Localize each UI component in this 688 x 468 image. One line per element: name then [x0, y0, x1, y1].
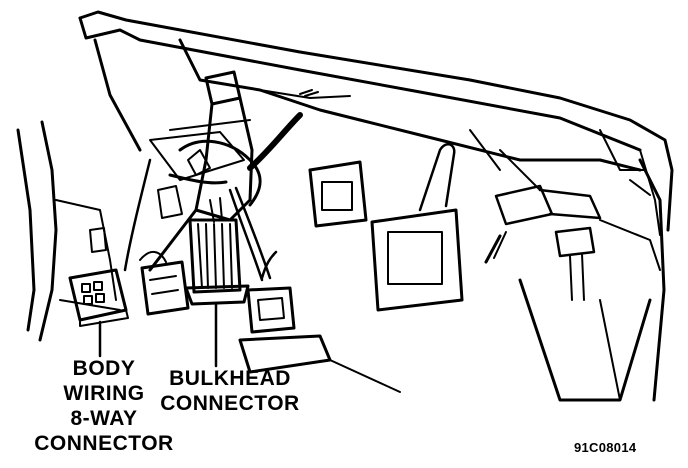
body-label-line-1: BODY [72, 357, 136, 380]
wiring-harness [123, 112, 303, 282]
body-label-line-2: WIRING [63, 382, 145, 405]
bulkhead-connector-label: BULKHEAD CONNECTOR [150, 366, 310, 416]
bulkhead-label-line-1: BULKHEAD [169, 367, 291, 390]
bulkhead-connector-drawing [184, 197, 250, 306]
right-lower-trim [518, 158, 666, 402]
module-boxes [308, 142, 464, 312]
left-pillar [16, 120, 121, 342]
body-8-way-connector-drawing [68, 268, 129, 327]
callout-leaders [98, 302, 218, 368]
instrument-panel-outline [78, 10, 674, 236]
mating-connector-drawing [139, 251, 190, 316]
bulkhead-label-line-2: CONNECTOR [160, 392, 300, 415]
body-wiring-connector-label: BODY WIRING 8-WAY CONNECTOR [14, 356, 194, 456]
right-connector-cluster [484, 184, 661, 301]
figure-code: 91C08014 [574, 440, 637, 455]
relay-connector-drawing [246, 250, 296, 334]
body-label-line-4: CONNECTOR [34, 432, 174, 455]
knee-panel [238, 334, 401, 393]
body-label-line-3: 8-WAY [70, 407, 138, 430]
